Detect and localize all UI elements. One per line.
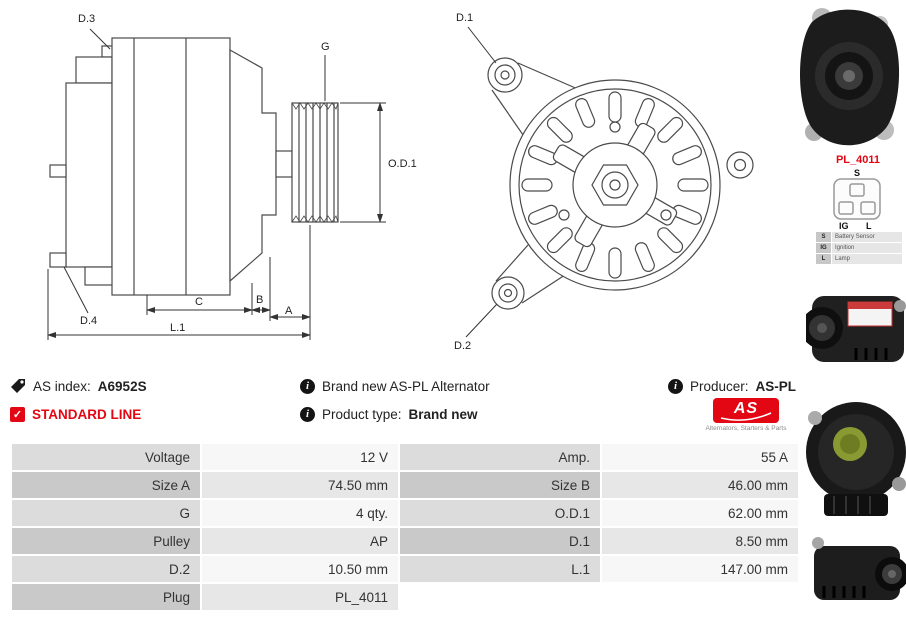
technical-drawing-side: D.3 G O.D.1 C B A L.1 D.4: [47, 13, 417, 340]
info-icon: i: [300, 378, 315, 394]
spec-row-plug: Plug PL_4011: [12, 584, 798, 610]
dim-label-a: A: [285, 305, 293, 317]
spec-label: O.D.1: [400, 500, 600, 526]
product-type-value: Brand new: [408, 406, 478, 422]
standard-line-badge: ✓ STANDARD LINE: [10, 405, 141, 423]
info-icon: i: [300, 406, 315, 422]
spec-label: Voltage: [12, 444, 200, 470]
spec-value: 46.00 mm: [602, 472, 798, 498]
spec-value: 62.00 mm: [602, 500, 798, 526]
plug-legend-pin: IG: [816, 243, 831, 253]
plug-legend-row: S Battery Sensor: [816, 232, 902, 242]
technical-drawing-front: D.1 D.2: [454, 12, 754, 352]
plug-legend-pin: S: [816, 232, 831, 242]
product-photo-rear: [806, 388, 906, 526]
alternator-side-outline: [49, 37, 339, 296]
spec-label: Pulley: [12, 528, 200, 554]
product-photo-top: [806, 270, 906, 384]
spec-row-voltage: Voltage 12 V Amp. 55 A: [12, 444, 798, 470]
spec-row-g-od: G 4 qty. O.D.1 62.00 mm: [12, 500, 798, 526]
plug-pin-ig-label: IG: [839, 221, 849, 230]
mounting-lug-right: [726, 151, 754, 179]
logo-swoosh: [720, 412, 772, 421]
as-index-label: AS index:: [33, 378, 91, 394]
product-photo-front: [792, 2, 904, 152]
dim-label-od1: O.D.1: [388, 158, 417, 170]
spec-label: Size A: [12, 472, 200, 498]
info-icon: i: [668, 378, 683, 394]
alternator-front-outline: [487, 57, 754, 310]
spec-value-empty: [602, 584, 798, 610]
standard-line-text: STANDARD LINE: [32, 406, 142, 422]
mounting-ear-top: [487, 57, 523, 93]
dimension-lines-side: [47, 28, 386, 340]
spec-label: L.1: [400, 556, 600, 582]
logo-text: AS: [733, 399, 759, 417]
spec-value: PL_4011: [202, 584, 398, 610]
aspl-logo: AS Alternators, Starters & Parts: [694, 398, 798, 432]
dim-label-c: C: [195, 296, 203, 308]
dimension-lines-front: [465, 26, 498, 338]
dim-label-d3: D.3: [78, 13, 95, 25]
product-type-info: i Product type: Brand new: [300, 405, 478, 423]
brand-new-text: Brand new AS-PL Alternator: [322, 378, 490, 394]
spec-label: Size B: [400, 472, 600, 498]
plug-legend-row: IG Ignition: [816, 243, 902, 253]
spec-value: 74.50 mm: [202, 472, 398, 498]
check-icon: ✓: [10, 406, 25, 422]
spec-label-empty: [400, 584, 600, 610]
aspl-logo-box: AS: [713, 398, 779, 423]
plug-legend: S Battery Sensor IG Ignition L Lamp: [816, 232, 902, 264]
plug-diagram: S IG L: [833, 168, 881, 230]
plug-legend-row: L Lamp: [816, 254, 902, 264]
spec-label: Amp.: [400, 444, 600, 470]
spec-value: 55 A: [602, 444, 798, 470]
spec-value: 12 V: [202, 444, 398, 470]
spec-row-pulley-d1: Pulley AP D.1 8.50 mm: [12, 528, 798, 554]
tag-icon: [10, 378, 26, 394]
spec-label: Plug: [12, 584, 200, 610]
producer-info: i Producer: AS-PL: [668, 377, 796, 395]
dim-label-d4: D.4: [80, 315, 97, 327]
as-index: AS index: A6952S: [10, 377, 147, 395]
specs-table: Voltage 12 V Amp. 55 A Size A 74.50 mm S…: [10, 442, 800, 612]
spec-value: 4 qty.: [202, 500, 398, 526]
as-index-value: A6952S: [97, 378, 147, 394]
plug-legend-desc: Lamp: [832, 254, 902, 264]
spec-value: AP: [202, 528, 398, 554]
producer-value: AS-PL: [755, 378, 797, 394]
dim-label-d1: D.1: [456, 12, 473, 24]
plug-name: PL_4011: [835, 154, 881, 166]
logo-tagline: Alternators, Starters & Parts: [705, 425, 787, 432]
spec-label: D.2: [12, 556, 200, 582]
plug-legend-desc: Battery Sensor: [832, 232, 902, 242]
plug-legend-desc: Ignition: [832, 243, 902, 253]
spec-row-d2-l1: D.2 10.50 mm L.1 147.00 mm: [12, 556, 798, 582]
vent-slots: [521, 91, 709, 279]
dim-label-d2: D.2: [454, 340, 471, 352]
spec-label: G: [12, 500, 200, 526]
spec-label: D.1: [400, 528, 600, 554]
spec-value: 10.50 mm: [202, 556, 398, 582]
plug-legend-pin: L: [816, 254, 831, 264]
product-photo-side: [806, 530, 906, 618]
brand-new-info: i Brand new AS-PL Alternator: [300, 377, 490, 395]
dim-label-g: G: [321, 41, 330, 53]
mounting-ear-bottom: [491, 276, 525, 310]
spec-value: 147.00 mm: [602, 556, 798, 582]
plug-pin-s-label: S: [854, 168, 860, 178]
product-type-label: Product type:: [322, 406, 402, 422]
spec-row-size: Size A 74.50 mm Size B 46.00 mm: [12, 472, 798, 498]
spec-value: 8.50 mm: [602, 528, 798, 554]
plug-pin-l-label: L: [866, 221, 872, 230]
dim-label-b: B: [256, 294, 263, 306]
dim-label-l1: L.1: [170, 322, 185, 334]
producer-label: Producer:: [690, 378, 749, 394]
